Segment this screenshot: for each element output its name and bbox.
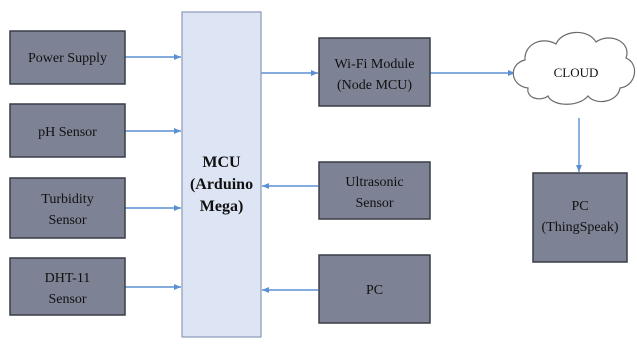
mcu-label-line2: (Arduino xyxy=(190,176,253,193)
dht11-sensor-label-line2: Sensor xyxy=(48,292,86,307)
node-turbidity-sensor: Turbidity Sensor xyxy=(9,177,126,239)
node-mcu: MCU (Arduino Mega) xyxy=(181,11,262,338)
node-cloud: CLOUD xyxy=(512,31,636,105)
cloud-label: CLOUD xyxy=(554,65,599,80)
connections xyxy=(125,54,582,293)
node-wifi-module: Wi-Fi Module (Node MCU) xyxy=(318,37,431,107)
node-ph-sensor: pH Sensor xyxy=(9,103,126,158)
ultrasonic-sensor-label-line2: Sensor xyxy=(355,196,393,211)
node-power-supply: Power Supply xyxy=(9,30,126,85)
cloud-shape xyxy=(512,31,636,105)
wifi-module-label-line1: Wi-Fi Module xyxy=(335,57,415,72)
node-ultrasonic-sensor: Ultrasonic Sensor xyxy=(318,161,431,220)
turbidity-sensor-label-line2: Sensor xyxy=(48,213,86,228)
pc-local-label: PC xyxy=(366,283,383,298)
mcu-label-line1: MCU xyxy=(202,154,241,171)
mcu-label-line3: Mega) xyxy=(200,198,244,215)
node-pc-thingspeak: PC (ThingSpeak) xyxy=(532,172,628,263)
turbidity-sensor-label-line1: Turbidity xyxy=(41,192,93,207)
dht11-sensor-label-line1: DHT-11 xyxy=(45,271,91,286)
ph-sensor-label: pH Sensor xyxy=(38,125,97,140)
ultrasonic-sensor-label-line1: Ultrasonic xyxy=(345,175,403,190)
node-pc-local: PC xyxy=(318,254,431,324)
power-supply-label: Power Supply xyxy=(28,51,107,66)
wifi-module-label-line2: (Node MCU) xyxy=(337,78,412,93)
pc-thingspeak-label-line1: PC xyxy=(571,199,588,214)
pc-thingspeak-label-line2: (ThingSpeak) xyxy=(542,220,619,235)
node-dht11-sensor: DHT-11 Sensor xyxy=(9,257,126,316)
